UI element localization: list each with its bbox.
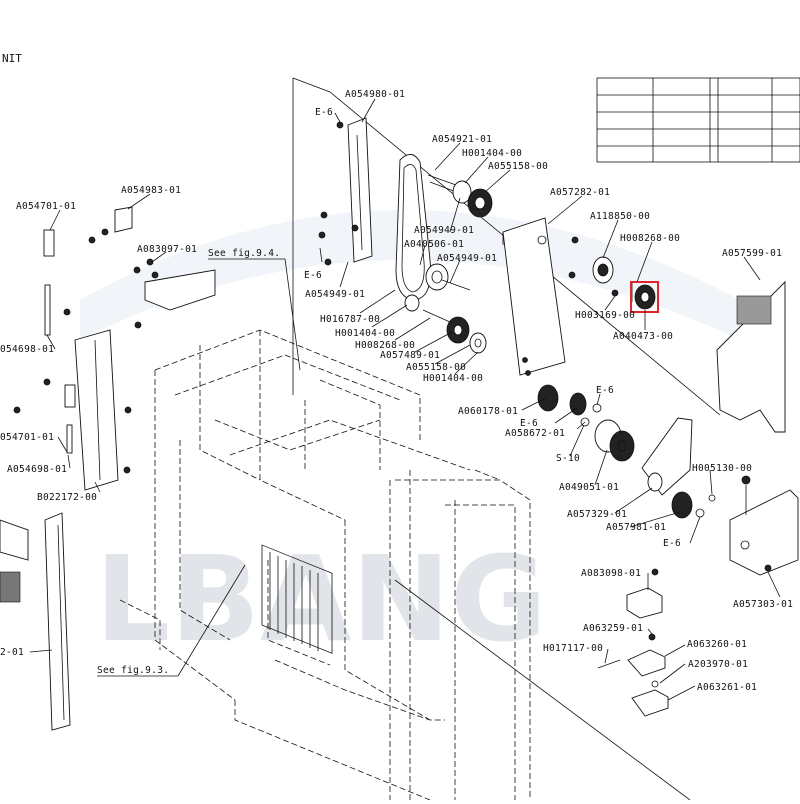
label-a063259-01: A063259-01 bbox=[583, 623, 643, 634]
label-h001404-00-top: H001404-00 bbox=[462, 148, 522, 159]
label-a049051-01: A049051-01 bbox=[559, 482, 619, 493]
left-bracket-assembly bbox=[13, 206, 216, 491]
label-054698-01-left: 054698-01 bbox=[0, 344, 54, 355]
label-a057329-01: A057329-01 bbox=[567, 509, 627, 520]
label-a058672-01: A058672-01 bbox=[505, 428, 565, 439]
label-see-fig-9-3: See fig.9.3. bbox=[97, 665, 169, 676]
label-h017117-00: H017117-00 bbox=[543, 643, 603, 654]
leader-lines bbox=[29, 98, 781, 701]
label-h008268-00-mid: H008268-00 bbox=[355, 340, 415, 351]
label-e6-right: E-6 bbox=[596, 385, 614, 396]
label-a054921-01: A054921-01 bbox=[432, 134, 492, 145]
label-a057282-01: A057282-01 bbox=[550, 187, 610, 198]
label-a057489-01: A057489-01 bbox=[380, 350, 440, 361]
label-h001404-00-low: H001404-00 bbox=[423, 373, 483, 384]
label-a063261-01: A063261-01 bbox=[697, 682, 757, 693]
watermark-text: LBANG bbox=[95, 530, 547, 668]
label-a083097-01: A083097-01 bbox=[137, 244, 197, 255]
label-a040506-01: A040506-01 bbox=[404, 239, 464, 250]
part-labels: A054980-01 E-6 A054921-01 H001404-00 A05… bbox=[0, 89, 793, 693]
label-e6-low: E-6 bbox=[663, 538, 681, 549]
label-e6-mid: E-6 bbox=[304, 270, 322, 281]
label-h001404-00-mid: H001404-00 bbox=[335, 328, 395, 339]
label-a054980-01: A054980-01 bbox=[345, 89, 405, 100]
sensor-bracket bbox=[597, 568, 669, 717]
label-054701-01-low: 054701-01 bbox=[0, 432, 54, 443]
label-a054949-01-low: A054949-01 bbox=[305, 289, 365, 300]
section-title: NIT bbox=[2, 52, 22, 65]
label-h003169-00: H003169-00 bbox=[575, 310, 635, 321]
label-e6-top: E-6 bbox=[315, 107, 333, 118]
label-h016787-00: H016787-00 bbox=[320, 314, 380, 325]
label-a054949-01-right: A054949-01 bbox=[437, 253, 497, 264]
drive-belt-assembly bbox=[395, 154, 493, 354]
label-a055158-00-top: A055158-00 bbox=[488, 161, 548, 172]
sub-assembly-outline bbox=[292, 77, 721, 801]
vent-grille bbox=[261, 544, 333, 654]
side-plate bbox=[502, 217, 579, 376]
label-a083098-01: A083098-01 bbox=[581, 568, 641, 579]
lower-gear-train bbox=[537, 384, 635, 462]
label-a054949-01-mid: A054949-01 bbox=[414, 225, 474, 236]
label-a057981-01: A057981-01 bbox=[606, 522, 666, 533]
label-h005130-00: H005130-00 bbox=[692, 463, 752, 474]
label-a060178-01: A060178-01 bbox=[458, 406, 518, 417]
label-a054983-01: A054983-01 bbox=[121, 185, 181, 196]
label-a057303-01: A057303-01 bbox=[733, 599, 793, 610]
highlighted-part-frame bbox=[630, 281, 659, 313]
label-a063260-01: A063260-01 bbox=[687, 639, 747, 650]
revision-table bbox=[596, 77, 800, 163]
label-a040473-00: A040473-00 bbox=[613, 331, 673, 342]
label-h008268-00-right: H008268-00 bbox=[620, 233, 680, 244]
lower-right-bracket bbox=[729, 475, 799, 576]
vertical-bracket bbox=[318, 117, 373, 266]
rear-panel bbox=[716, 280, 786, 433]
label-a054701-01-top: A054701-01 bbox=[16, 201, 76, 212]
label-2-01-edge: 2-01 bbox=[0, 647, 24, 658]
right-mount-plate bbox=[641, 417, 716, 519]
label-see-fig-9-4: See fig.9.4. bbox=[208, 248, 280, 259]
main-frame bbox=[119, 329, 531, 801]
label-a057599-01: A057599-01 bbox=[722, 248, 782, 259]
label-b022172-00: B022172-00 bbox=[37, 492, 97, 503]
label-a203970-01: A203970-01 bbox=[688, 659, 748, 670]
left-edge-parts bbox=[0, 512, 71, 731]
label-a055158-00-low: A055158-00 bbox=[406, 362, 466, 373]
gear-shaft-assembly bbox=[592, 256, 656, 310]
label-a054698-01-low: A054698-01 bbox=[7, 464, 67, 475]
label-s10: S-10 bbox=[556, 453, 580, 464]
label-a118850-00: A118850-00 bbox=[590, 211, 650, 222]
label-e6-gear: E-6 bbox=[520, 418, 538, 429]
